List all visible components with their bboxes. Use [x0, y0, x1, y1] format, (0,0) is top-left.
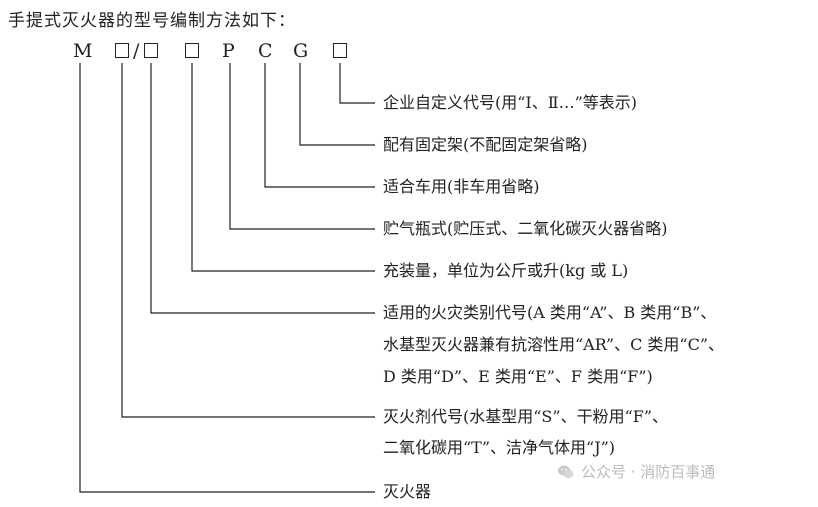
code-box-enterprise	[333, 43, 347, 58]
connector-agent	[121, 63, 375, 418]
connector-cylinder	[229, 63, 375, 230]
desc-fire-class-line3: D 类用“D”、E 类用“E”、F 类用“F”)	[383, 367, 653, 386]
code-letter-c: C	[258, 40, 273, 62]
code-box-fire-class	[144, 43, 158, 58]
wechat-icon	[558, 465, 574, 478]
desc-fire-class-line2: 水基型灭火器兼有抗溶性用“AR”、C 类用“C”、	[383, 335, 725, 354]
code-letter-p: P	[222, 40, 235, 62]
connector-vehicle	[264, 63, 375, 188]
desc-agent-line2: 二氧化碳用“T”、洁净气体用“J”)	[383, 438, 616, 457]
code-letter-m: M	[73, 40, 93, 62]
desc-agent-line1: 灭火剂代号(水基型用“S”、干粉用“F”、	[383, 407, 669, 426]
desc-fire-class-line1: 适用的火灾类别代号(A 类用“A”、B 类用“B”、	[383, 303, 717, 322]
desc-enterprise-code: 企业自定义代号(用“Ⅰ、Ⅱ…”等表示)	[383, 93, 638, 112]
diagram-title: 手提式灭火器的型号编制方法如下：	[8, 11, 296, 31]
code-box-fill-amount	[185, 43, 199, 58]
connector-fill-amount	[191, 63, 375, 272]
code-letter-g: G	[293, 40, 309, 62]
connector-extinguisher	[79, 63, 375, 493]
desc-fixed-bracket: 配有固定架(不配固定架省略)	[383, 135, 588, 154]
desc-extinguisher: 灭火器	[383, 482, 432, 501]
code-box-agent	[115, 43, 129, 58]
connector-fixed-bracket	[299, 63, 375, 146]
code-slash: /	[133, 40, 140, 62]
connector-fire-class	[150, 63, 375, 314]
connector-enterprise	[339, 63, 375, 104]
desc-fill-amount: 充装量，单位为公斤或升(kg 或 L)	[383, 261, 629, 280]
watermark: 公众号 · 消防百事通	[557, 461, 715, 482]
desc-vehicle: 适合车用(非车用省略)	[383, 177, 540, 196]
desc-cylinder: 贮气瓶式(贮压式、二氧化碳灭火器省略)	[383, 219, 668, 238]
watermark-text: 公众号 · 消防百事通	[581, 463, 716, 481]
